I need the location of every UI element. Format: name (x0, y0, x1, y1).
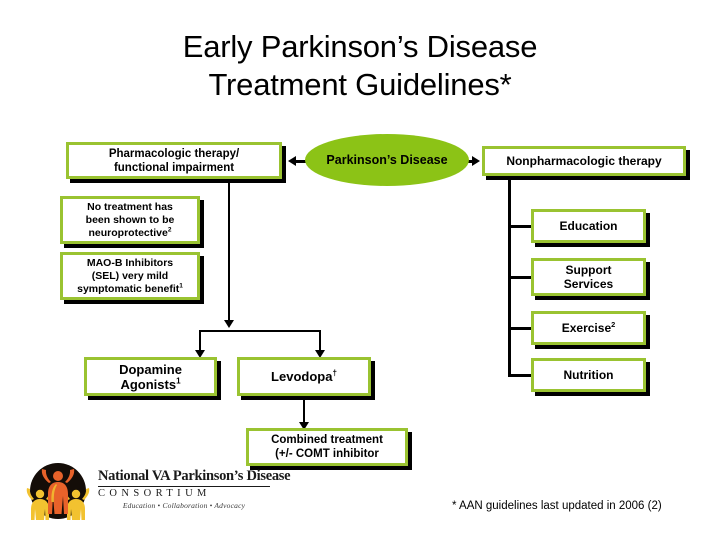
logo-wordmark: National VA Parkinson’s Disease CONSORTI… (98, 468, 291, 510)
node-dopamine-agonists[interactable]: Dopamine Agonists1 (84, 357, 217, 396)
connector-levodopa-to-combined (303, 396, 305, 427)
root-node-parkinsons-disease[interactable]: Parkinson’s Disease (305, 134, 469, 186)
node-mao-b-inhibitors[interactable]: MAO-B Inhibitors (SEL) very mild symptom… (60, 252, 200, 300)
node-support-services-line-2: Services (563, 277, 614, 291)
node-support-services-line-1: Support (565, 263, 612, 277)
node-nonpharmacologic-label: Nonpharmacologic therapy (506, 154, 662, 168)
node-pharmacologic-therapy[interactable]: Pharmacologic therapy/ functional impair… (66, 142, 282, 179)
root-node-label: Parkinson’s Disease (326, 153, 448, 167)
arrowhead-to-pharmacologic (288, 156, 296, 166)
node-mao-b-superscript: 1 (179, 282, 183, 289)
node-levodopa-label: Levodopa (271, 369, 333, 384)
node-education-label: Education (559, 219, 618, 233)
node-dopamine-agonists-superscript: 1 (176, 376, 181, 386)
node-pharmacologic-line-2: functional impairment (113, 161, 235, 174)
connector-pharmacologic-trunk (228, 180, 230, 325)
logo-organization-name: National VA Parkinson’s Disease (98, 468, 291, 484)
logo-consortium-label: CONSORTIUM (98, 488, 211, 499)
node-no-neuroprotective-superscript: 2 (167, 226, 172, 233)
arrowhead-dopamine-agonists (195, 350, 205, 358)
node-combined-treatment-line-1: Combined treatment (271, 434, 383, 446)
node-exercise-label: Exercise (561, 321, 612, 335)
node-dopamine-agonists-line-1: Dopamine (119, 361, 182, 377)
arrowhead-levodopa (315, 350, 325, 358)
node-levodopa-superscript: † (332, 368, 337, 378)
node-nonpharmacologic-therapy[interactable]: Nonpharmacologic therapy (482, 146, 686, 176)
node-mao-b-line-1: MAO-B Inhibitors (86, 256, 174, 269)
node-exercise-superscript: 2 (611, 320, 616, 329)
arrowhead-pharmacologic-trunk (224, 320, 234, 328)
node-support-services[interactable]: Support Services (531, 258, 646, 296)
node-combined-treatment[interactable]: Combined treatment (+/- COMT inhibitor (246, 428, 408, 466)
node-exercise[interactable]: Exercise2 (531, 311, 646, 345)
node-no-neuroprotective-line-1: No treatment has (87, 200, 173, 213)
node-nutrition[interactable]: Nutrition (531, 358, 646, 392)
logo-divider (98, 486, 270, 487)
footnote-text: * AAN guidelines last updated in 2006 (2… (452, 500, 662, 512)
connector-stub-support-services (508, 276, 533, 279)
node-pharmacologic-line-1: Pharmacologic therapy/ (108, 147, 240, 160)
page-title-line-1: Early Parkinson’s Disease (182, 29, 538, 64)
connector-split-bar (199, 330, 321, 332)
connector-stub-exercise (508, 327, 533, 330)
connector-branch-levodopa (319, 330, 321, 355)
page-title: Early Parkinson’s Disease Treatment Guid… (0, 28, 720, 104)
connector-root-to-pharmacologic (292, 160, 314, 163)
node-no-neuroprotective-line-3: neuroprotective (88, 226, 168, 239)
node-combined-treatment-line-2: (+/- COMT inhibitor (275, 448, 379, 460)
node-no-neuroprotective[interactable]: No treatment has been shown to be neurop… (60, 196, 200, 244)
arrowhead-to-nonpharmacologic (472, 156, 480, 166)
consortium-emblem-icon (22, 462, 94, 524)
node-mao-b-line-3: symptomatic benefit (77, 282, 180, 295)
node-no-neuroprotective-line-2: been shown to be (85, 213, 175, 226)
logo-tagline: Education • Collaboration • Advocacy (122, 501, 246, 510)
connector-stub-education (508, 225, 533, 228)
node-dopamine-agonists-line-2: Agonists (120, 376, 177, 392)
node-mao-b-line-2: (SEL) very mild (91, 269, 169, 282)
connector-branch-dopamine (199, 330, 201, 355)
organization-logo: National VA Parkinson’s Disease CONSORTI… (22, 462, 291, 526)
node-levodopa[interactable]: Levodopa† (237, 357, 371, 396)
node-education[interactable]: Education (531, 209, 646, 243)
node-nutrition-label: Nutrition (563, 368, 614, 382)
arrowhead-combined-treatment (299, 422, 309, 430)
page-title-line-2: Treatment Guidelines* (208, 67, 512, 102)
connector-stub-nutrition (508, 374, 533, 377)
